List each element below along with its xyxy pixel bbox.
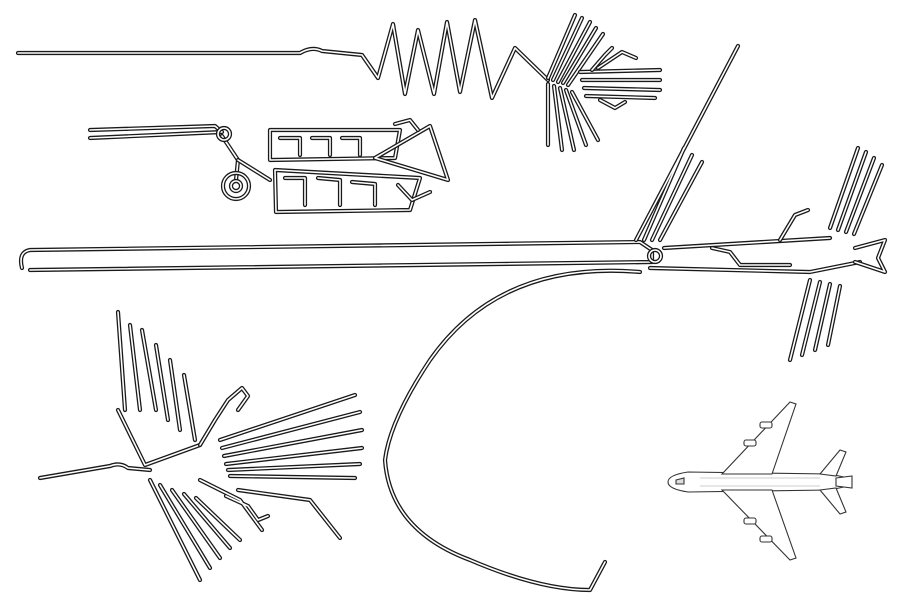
line-core <box>591 47 637 109</box>
line-core <box>219 394 363 479</box>
condor-glyph <box>37 309 365 583</box>
line-core <box>222 172 250 200</box>
line-core <box>269 129 401 161</box>
line-core <box>17 19 549 99</box>
airplane-comparison <box>656 395 866 565</box>
line-core <box>237 159 271 181</box>
line-core <box>547 14 604 86</box>
hummingbird-with-zigzag-glyph <box>15 12 663 153</box>
curved-line-glyph <box>382 268 643 593</box>
line-core <box>199 479 269 531</box>
airplane-icon <box>667 401 853 561</box>
line-core <box>829 147 883 235</box>
line-core <box>394 119 431 201</box>
line-core <box>648 249 662 263</box>
line-core <box>635 45 739 241</box>
line-core <box>854 239 886 273</box>
line-core <box>117 311 196 441</box>
line-core <box>649 237 861 273</box>
line-core <box>230 180 242 192</box>
line-core <box>789 279 841 361</box>
large-bird-with-long-neck-glyph <box>18 43 888 363</box>
line-core <box>579 69 661 99</box>
line-core <box>384 269 641 591</box>
line-core <box>237 489 341 539</box>
line-core <box>217 127 231 141</box>
line-core <box>547 83 599 151</box>
bird-with-ring-glyph <box>87 117 451 215</box>
line-core <box>149 479 241 581</box>
line-core <box>274 169 421 213</box>
line-core <box>374 125 449 181</box>
line-core <box>199 387 249 446</box>
line-core <box>117 409 201 466</box>
line-core <box>39 463 151 479</box>
line-core <box>20 241 653 271</box>
line-core <box>711 209 809 266</box>
